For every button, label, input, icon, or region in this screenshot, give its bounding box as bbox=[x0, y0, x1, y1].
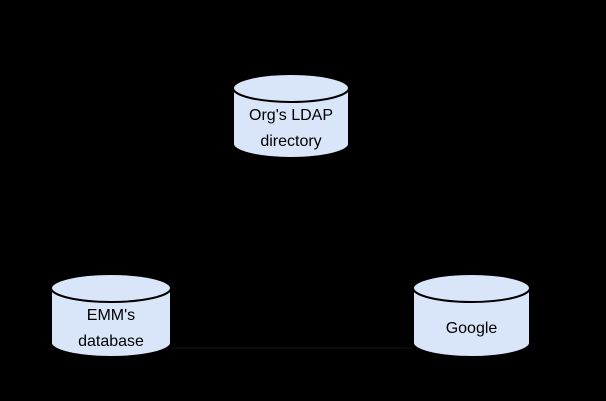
database-cylinder-icon bbox=[412, 273, 531, 358]
node-emm-database: EMM's database bbox=[50, 273, 172, 358]
cylinder-top-face bbox=[50, 273, 172, 303]
database-cylinder-icon bbox=[232, 73, 350, 159]
cylinder-top-face bbox=[412, 273, 531, 303]
node-ldap-directory: Org's LDAP directory bbox=[232, 73, 350, 159]
database-cylinder-icon bbox=[50, 273, 172, 358]
node-google: Google bbox=[412, 273, 531, 358]
cylinder-top-face bbox=[232, 73, 350, 103]
